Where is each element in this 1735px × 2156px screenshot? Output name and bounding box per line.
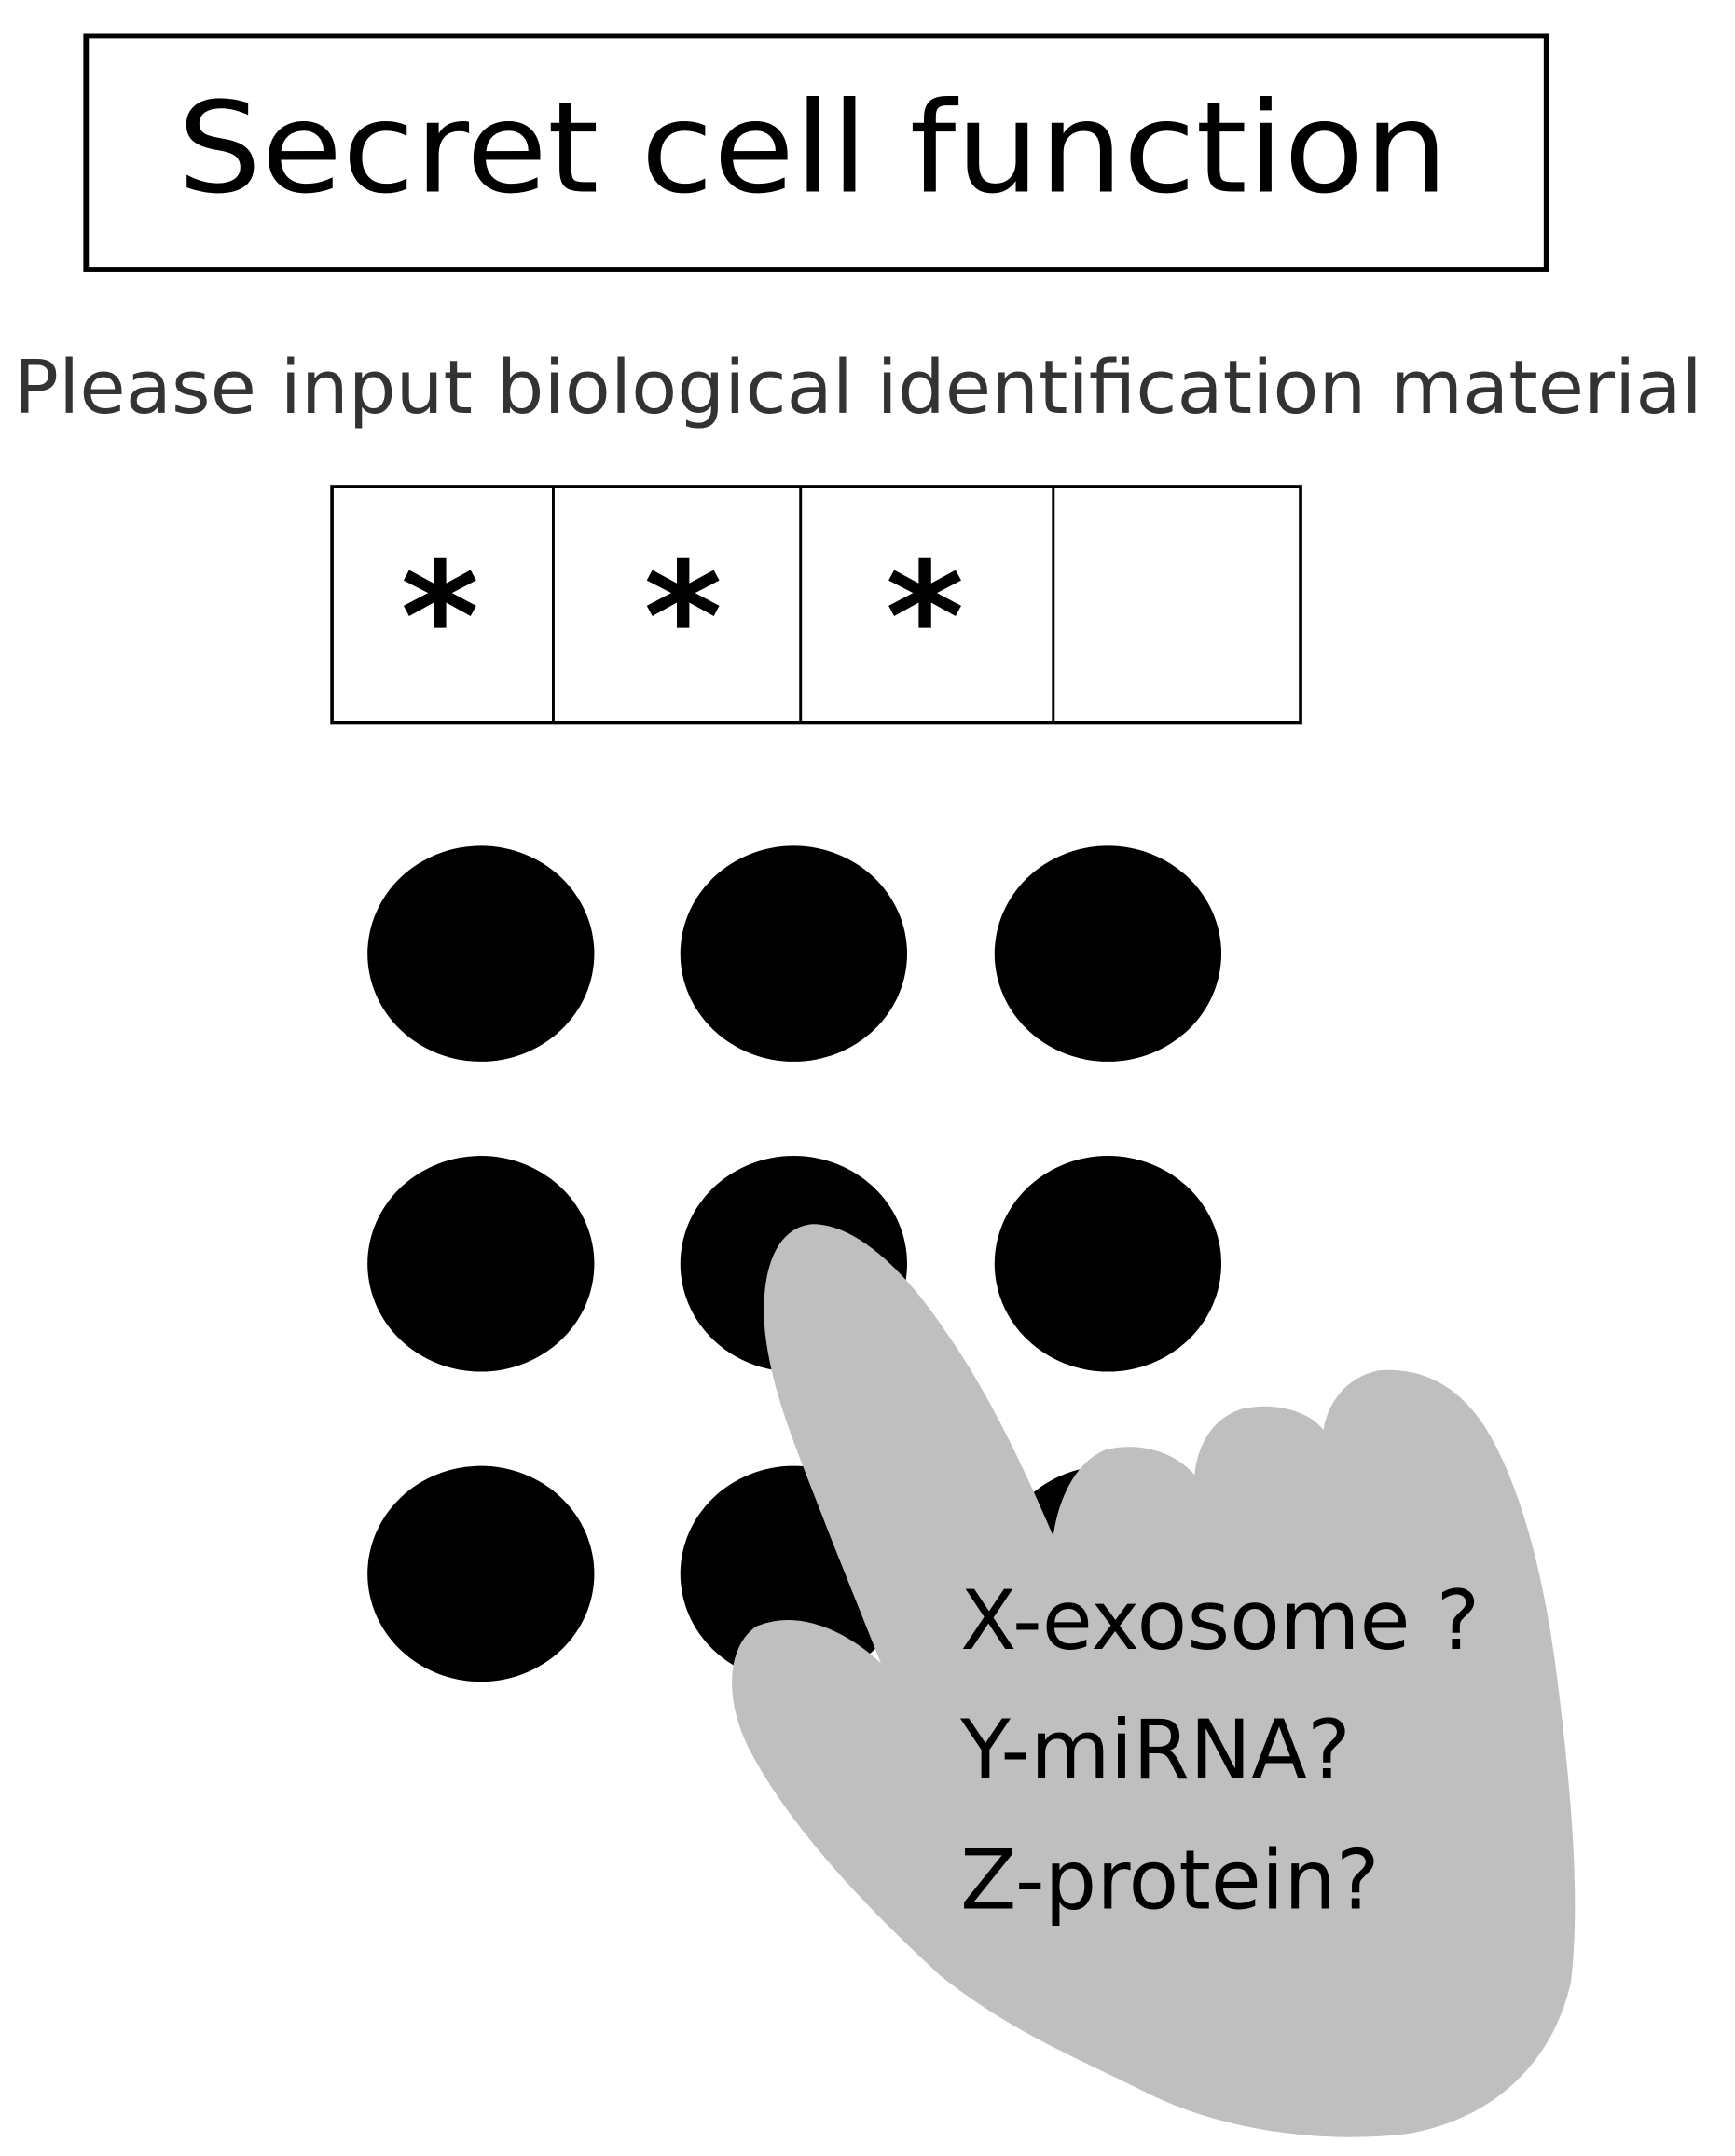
hand-label-2: Y-miRNA?	[959, 1702, 1351, 1798]
hand-icon	[732, 1224, 1576, 2137]
key-6[interactable]	[994, 1156, 1222, 1372]
code-slot-3: *	[886, 530, 964, 706]
prompt-text: Please input biological identification m…	[14, 345, 1702, 431]
title: Secret cell function	[177, 75, 1448, 221]
hand-label-1: X-exosome ?	[960, 1572, 1480, 1668]
key-3[interactable]	[994, 845, 1222, 1062]
code-input[interactable]: * * *	[330, 485, 1302, 725]
key-2[interactable]	[680, 845, 907, 1062]
title-box: Secret cell function	[83, 33, 1549, 272]
key-1[interactable]	[367, 845, 595, 1062]
code-slot-1: *	[401, 530, 479, 706]
key-4[interactable]	[367, 1156, 595, 1372]
key-7[interactable]	[367, 1465, 595, 1682]
pointing-hand: X-exosome ? Y-miRNA? Z-protein?	[732, 1224, 1576, 2137]
hand-label-3: Z-protein?	[960, 1832, 1380, 1928]
code-slot-2: *	[644, 530, 723, 706]
